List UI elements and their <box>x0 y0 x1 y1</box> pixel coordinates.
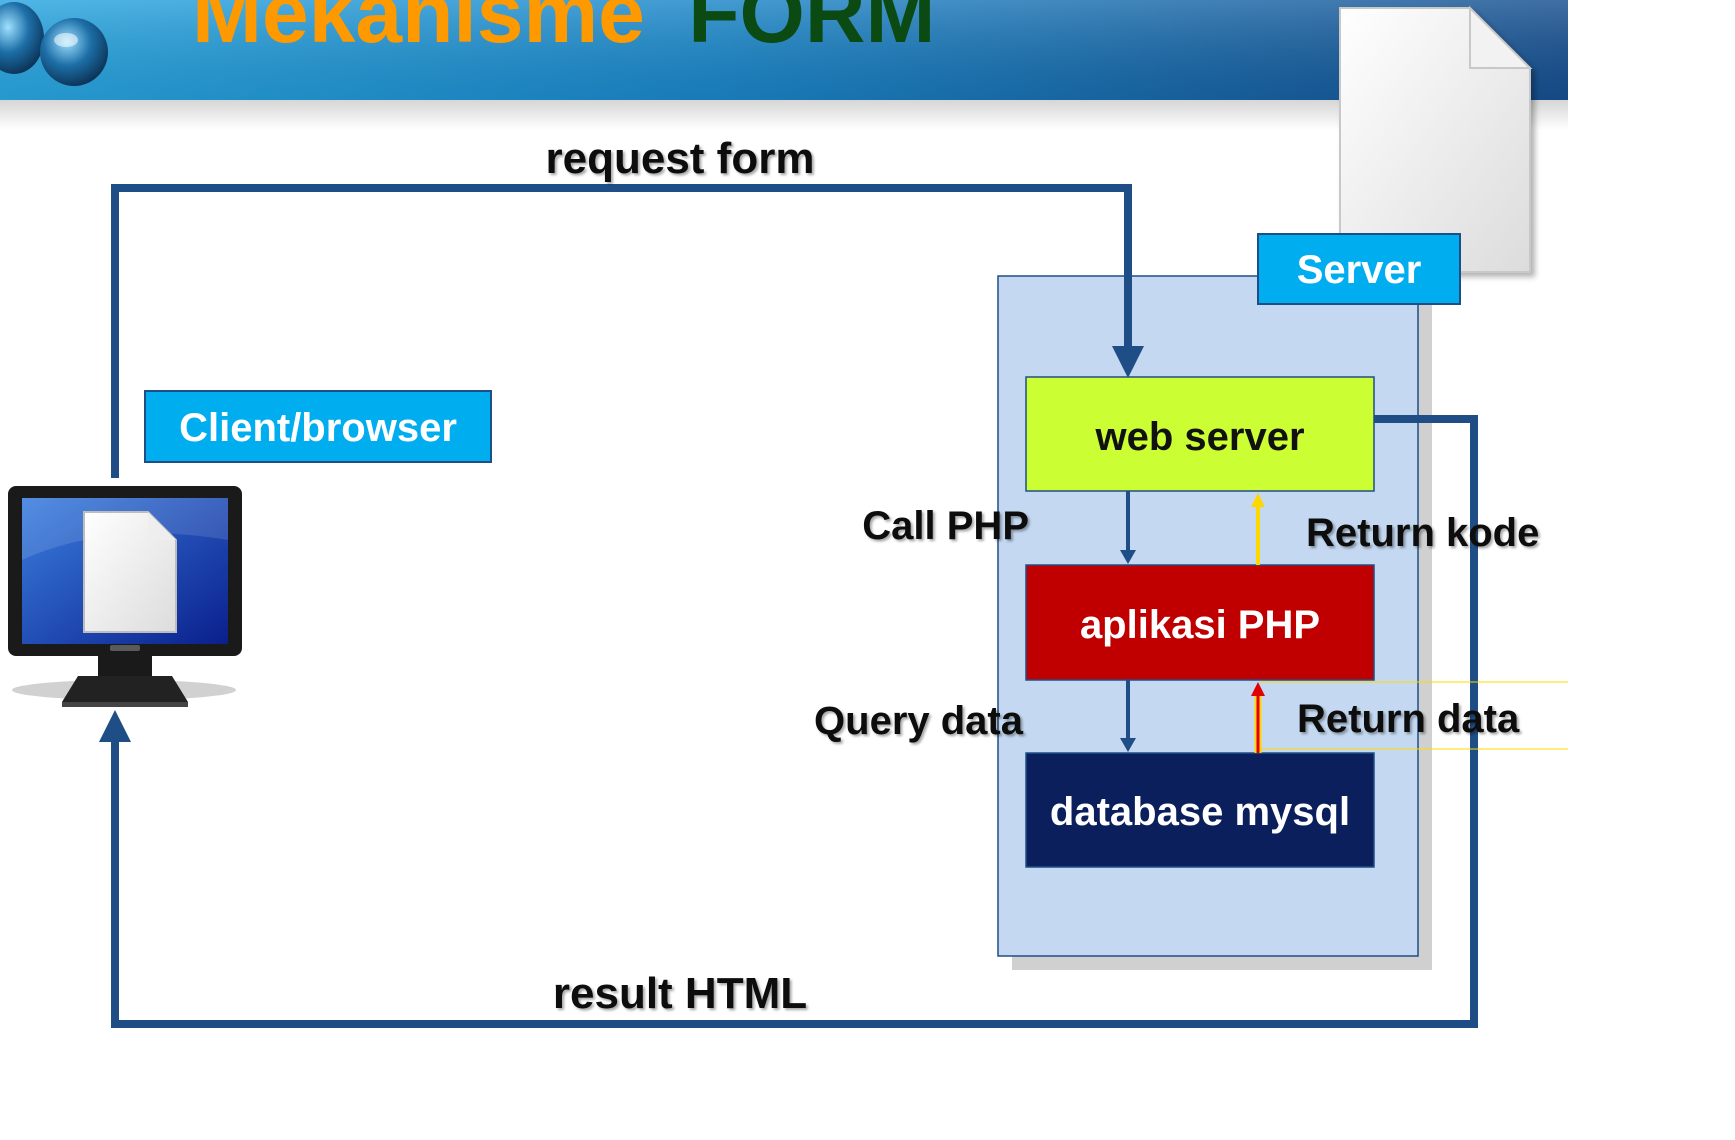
header-bar <box>0 0 1568 130</box>
server-label-box: Server <box>1257 233 1461 305</box>
flow-lines <box>111 184 1478 1028</box>
client-label-box: Client/browser <box>144 390 492 463</box>
database-box: database mysql <box>1025 752 1375 868</box>
result-arrowhead-icon <box>99 710 131 742</box>
slide-title-part1: Mekanisme <box>192 0 645 60</box>
query-data-label: Query data <box>814 699 1024 743</box>
request-form-label: request form <box>546 134 815 183</box>
diagram-canvas: Mekanisme FORM Server web server aplikas… <box>0 0 1568 1028</box>
computer-monitor-icon <box>8 486 242 707</box>
web-server-label: web server <box>1094 415 1304 459</box>
return-data-arrowhead-icon <box>1251 682 1265 696</box>
document-icon <box>1339 5 1533 273</box>
return-data-label: Return data <box>1297 697 1520 741</box>
query-data-arrowhead-icon <box>1120 738 1136 752</box>
svg-text:Mekanisme FORM: Mekanisme FORM <box>192 0 936 60</box>
database-label: database mysql <box>1050 790 1350 834</box>
slide: Mekanisme FORM Server web server aplikas… <box>0 0 1568 1030</box>
return-code-arrowhead-icon <box>1251 493 1265 507</box>
request-arrowhead-icon <box>1112 346 1144 378</box>
php-app-label: aplikasi PHP <box>1080 603 1320 647</box>
client-label: Client/browser <box>179 406 457 450</box>
call-php-label: Call PHP <box>862 504 1029 548</box>
php-app-box: aplikasi PHP <box>1025 564 1375 681</box>
logo-orbs-icon <box>0 2 108 86</box>
web-server-box: web server <box>1025 376 1375 492</box>
server-label: Server <box>1297 248 1422 292</box>
request-line <box>111 184 1132 478</box>
call-php-arrowhead-icon <box>1120 550 1136 564</box>
result-line <box>111 415 1478 1028</box>
return-code-label: Return kode <box>1306 511 1539 555</box>
result-html-label: result HTML <box>553 969 807 1018</box>
slide-title-part2: FORM <box>688 0 935 60</box>
